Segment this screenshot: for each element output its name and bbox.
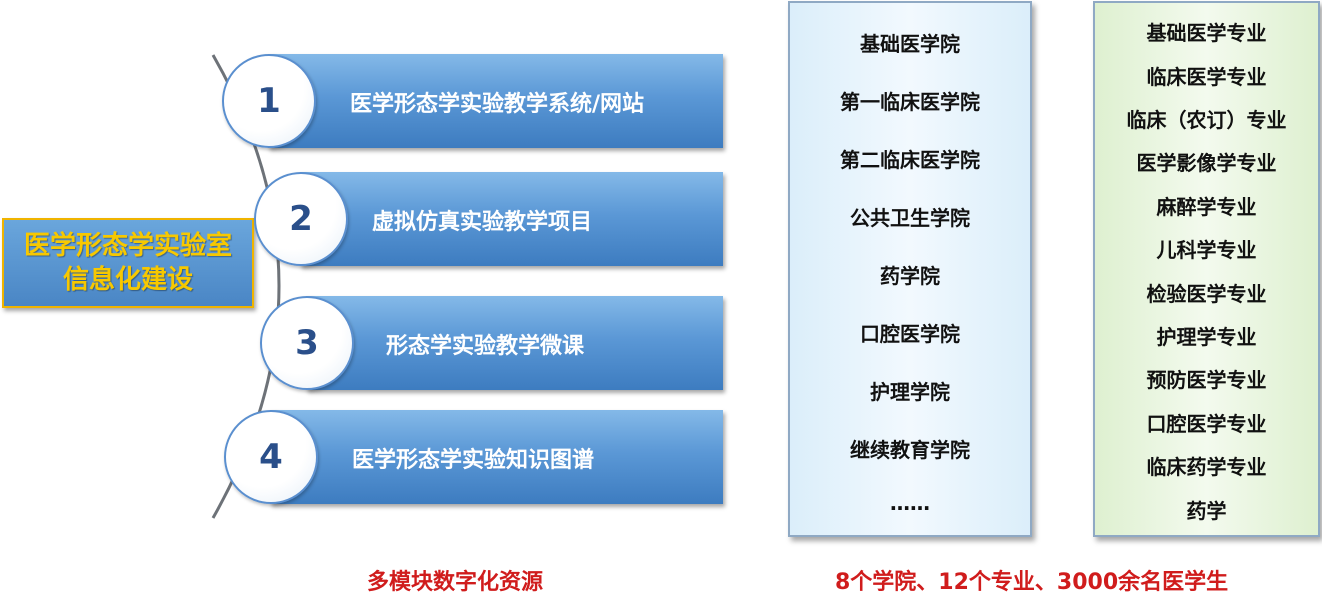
module-label-3: 形态学实验教学微课 — [386, 334, 585, 359]
module-label-1: 医学形态学实验教学系统/网站 — [350, 92, 645, 117]
module-bar-4 — [270, 410, 723, 504]
module-number-2: 2 — [289, 199, 313, 239]
module-number-circle-3: 3 — [260, 296, 354, 390]
major-item: 医学影像学专业 — [1136, 151, 1277, 175]
major-item: 麻醉学专业 — [1156, 195, 1257, 219]
major-item: 临床医学专业 — [1146, 65, 1267, 89]
major-item: 口腔医学专业 — [1146, 412, 1267, 436]
title-line-2: 信息化建设 — [62, 265, 193, 295]
majors-panel: 基础医学专业 临床医学专业 临床（农订）专业 医学影像学专业 麻醉学专业 儿科学… — [1093, 1, 1320, 537]
module-number-3: 3 — [295, 323, 319, 363]
major-item: 检验医学专业 — [1146, 282, 1267, 306]
module-label-4: 医学形态学实验知识图谱 — [352, 448, 595, 473]
major-item: 儿科学专业 — [1156, 238, 1257, 262]
major-item: 临床（农订）专业 — [1126, 108, 1287, 132]
colleges-panel: 基础医学院 第一临床医学院 第二临床医学院 公共卫生学院 药学院 口腔医学院 护… — [788, 1, 1032, 537]
major-item: 药学 — [1186, 499, 1227, 523]
module-number-1: 1 — [257, 81, 281, 121]
module-number-circle-1: 1 — [222, 54, 316, 148]
college-item: 继续教育学院 — [850, 438, 970, 462]
college-item: 公共卫生学院 — [850, 206, 970, 230]
major-item: 护理学专业 — [1156, 325, 1257, 349]
module-label-2: 虚拟仿真实验教学项目 — [372, 210, 593, 235]
college-item: 第一临床医学院 — [840, 90, 980, 114]
module-bar-1 — [268, 54, 723, 148]
major-item: 临床药学专业 — [1146, 455, 1267, 479]
title-line-1: 医学形态学实验室 — [23, 231, 232, 261]
major-item: 基础医学专业 — [1146, 21, 1267, 45]
college-item: 口腔医学院 — [860, 322, 960, 346]
module-number-circle-2: 2 — [254, 172, 348, 266]
caption-summary: 8个学院、12个专业、3000余名医学生 — [835, 570, 1229, 595]
title-box: 医学形态学实验室 信息化建设 — [2, 218, 254, 308]
module-bar-3 — [306, 296, 723, 390]
college-item: 第二临床医学院 — [840, 148, 980, 172]
module-number-4: 4 — [259, 437, 283, 477]
module-number-circle-4: 4 — [224, 410, 318, 504]
college-item: 护理学院 — [870, 380, 950, 404]
major-item: 预防医学专业 — [1146, 368, 1267, 392]
college-item: 基础医学院 — [860, 32, 960, 56]
college-item: 药学院 — [880, 264, 940, 288]
college-item-ellipsis: …… — [890, 491, 930, 515]
caption-modules: 多模块数字化资源 — [367, 570, 544, 595]
module-bar-2 — [300, 172, 723, 266]
